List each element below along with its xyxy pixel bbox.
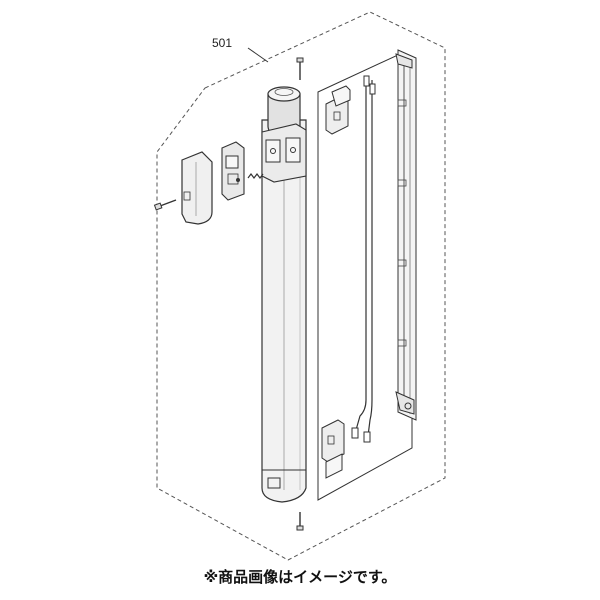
screw-icon	[153, 199, 177, 211]
latch-clip	[221, 141, 245, 201]
screw-icon	[296, 512, 304, 531]
part-number-label: 501	[212, 36, 233, 50]
wiring-cables	[351, 75, 376, 443]
image-disclaimer-caption: ※商品画像はイメージです。	[203, 568, 397, 586]
part-number-leader	[247, 47, 269, 63]
top-connector-bracket	[325, 85, 351, 135]
spring-icon	[247, 173, 264, 179]
bottom-connector-bracket	[321, 419, 345, 479]
screw-icon	[296, 57, 304, 80]
right-rail	[395, 49, 417, 421]
main-tube	[261, 119, 307, 503]
motor-mount-bracket	[261, 123, 307, 183]
end-cap	[181, 151, 213, 225]
